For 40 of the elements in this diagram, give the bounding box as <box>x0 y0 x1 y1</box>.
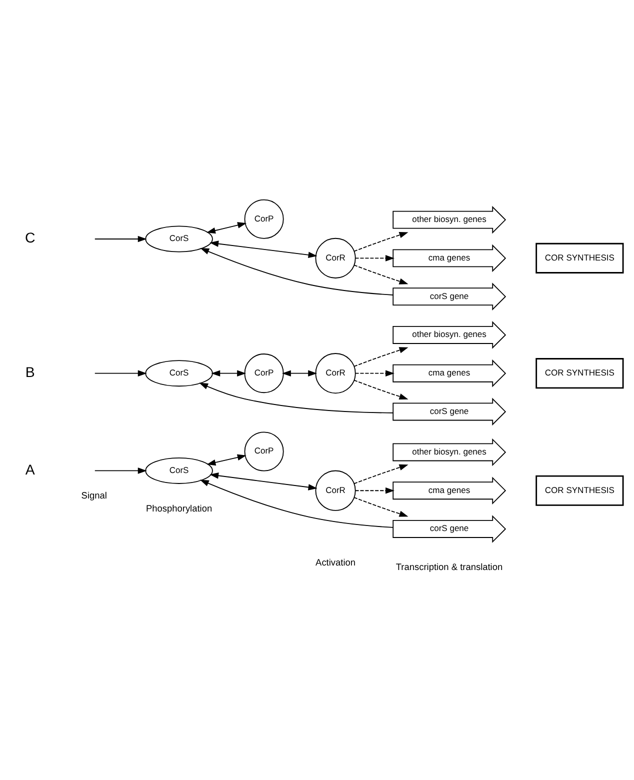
label: A <box>25 462 35 478</box>
arrow <box>200 480 394 528</box>
label: Phosphorylation <box>146 504 212 514</box>
arrow <box>354 264 408 284</box>
arrow <box>354 347 408 367</box>
node-box: COR SYNTHESIS <box>536 358 624 389</box>
node-ellipse: CorS <box>145 457 213 484</box>
arrow <box>94 468 147 474</box>
label: Signal <box>81 490 107 501</box>
node-ellipse: CorS <box>145 226 213 252</box>
arrow <box>200 248 394 296</box>
node-circle: CorR <box>315 470 356 511</box>
label: Activation <box>316 558 356 568</box>
arrow <box>211 370 246 376</box>
arrow <box>206 222 247 234</box>
arrow <box>354 497 408 517</box>
arrow <box>210 472 318 490</box>
arrow <box>354 232 408 252</box>
arrow <box>210 240 318 258</box>
node-circle: CorR <box>315 238 356 278</box>
arrow <box>354 370 394 376</box>
node-circle: CorP <box>244 432 284 472</box>
node-circle: CorP <box>244 199 284 239</box>
node-circle: CorR <box>315 353 356 394</box>
arrow <box>282 370 318 376</box>
arrow <box>354 464 408 484</box>
arrow <box>354 487 394 494</box>
arrow <box>354 380 408 400</box>
label: B <box>25 364 35 381</box>
arrow <box>94 236 147 242</box>
node-circle: CorP <box>244 354 284 394</box>
label: C <box>25 230 36 247</box>
arrow <box>94 370 147 376</box>
label: Transcription & translation <box>396 562 503 572</box>
node-box: COR SYNTHESIS <box>536 475 624 506</box>
arrow <box>354 255 394 262</box>
arrow <box>199 382 394 414</box>
arrow <box>206 454 246 466</box>
node-box: COR SYNTHESIS <box>536 242 624 274</box>
node-ellipse: CorS <box>145 360 213 387</box>
